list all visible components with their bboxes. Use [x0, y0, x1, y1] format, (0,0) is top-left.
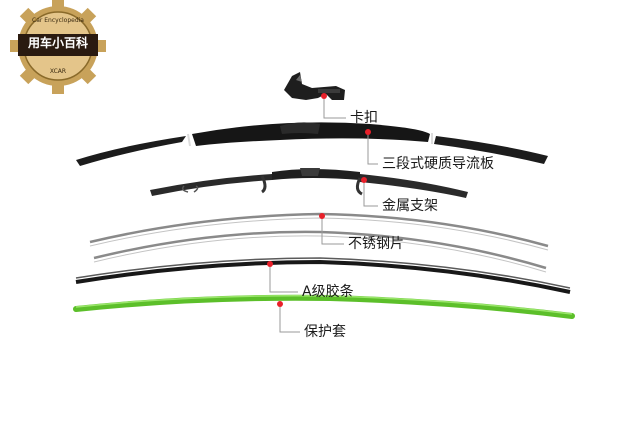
brand-badge — [10, 0, 106, 94]
marker-cover — [277, 301, 283, 307]
marker-rubber — [267, 261, 273, 267]
badge-top-text: Car Encyclopedia — [32, 17, 84, 24]
marker-frame — [361, 177, 367, 183]
badge-bottom-text: XCAR — [49, 68, 67, 75]
label-steel: 不锈钢片 — [348, 236, 404, 252]
clip-part — [284, 72, 345, 100]
label-rubber: A级胶条 — [302, 284, 354, 300]
badge-title: 用车小百科 — [27, 36, 88, 50]
leader-lines — [269, 98, 378, 333]
callout-markers — [267, 93, 371, 307]
label-spoiler: 三段式硬质导流板 — [382, 156, 494, 172]
marker-steel — [319, 213, 325, 219]
marker-spoiler — [365, 129, 371, 135]
spoiler-blade-part — [76, 122, 548, 166]
protective-cover-part — [73, 294, 575, 319]
label-cover: 保护套 — [304, 324, 346, 340]
label-clip: 卡扣 — [350, 110, 378, 126]
rubber-strip-part — [75, 257, 571, 294]
label-frame: 金属支架 — [382, 198, 438, 214]
metal-frame-part — [150, 168, 468, 198]
marker-clip — [321, 93, 327, 99]
